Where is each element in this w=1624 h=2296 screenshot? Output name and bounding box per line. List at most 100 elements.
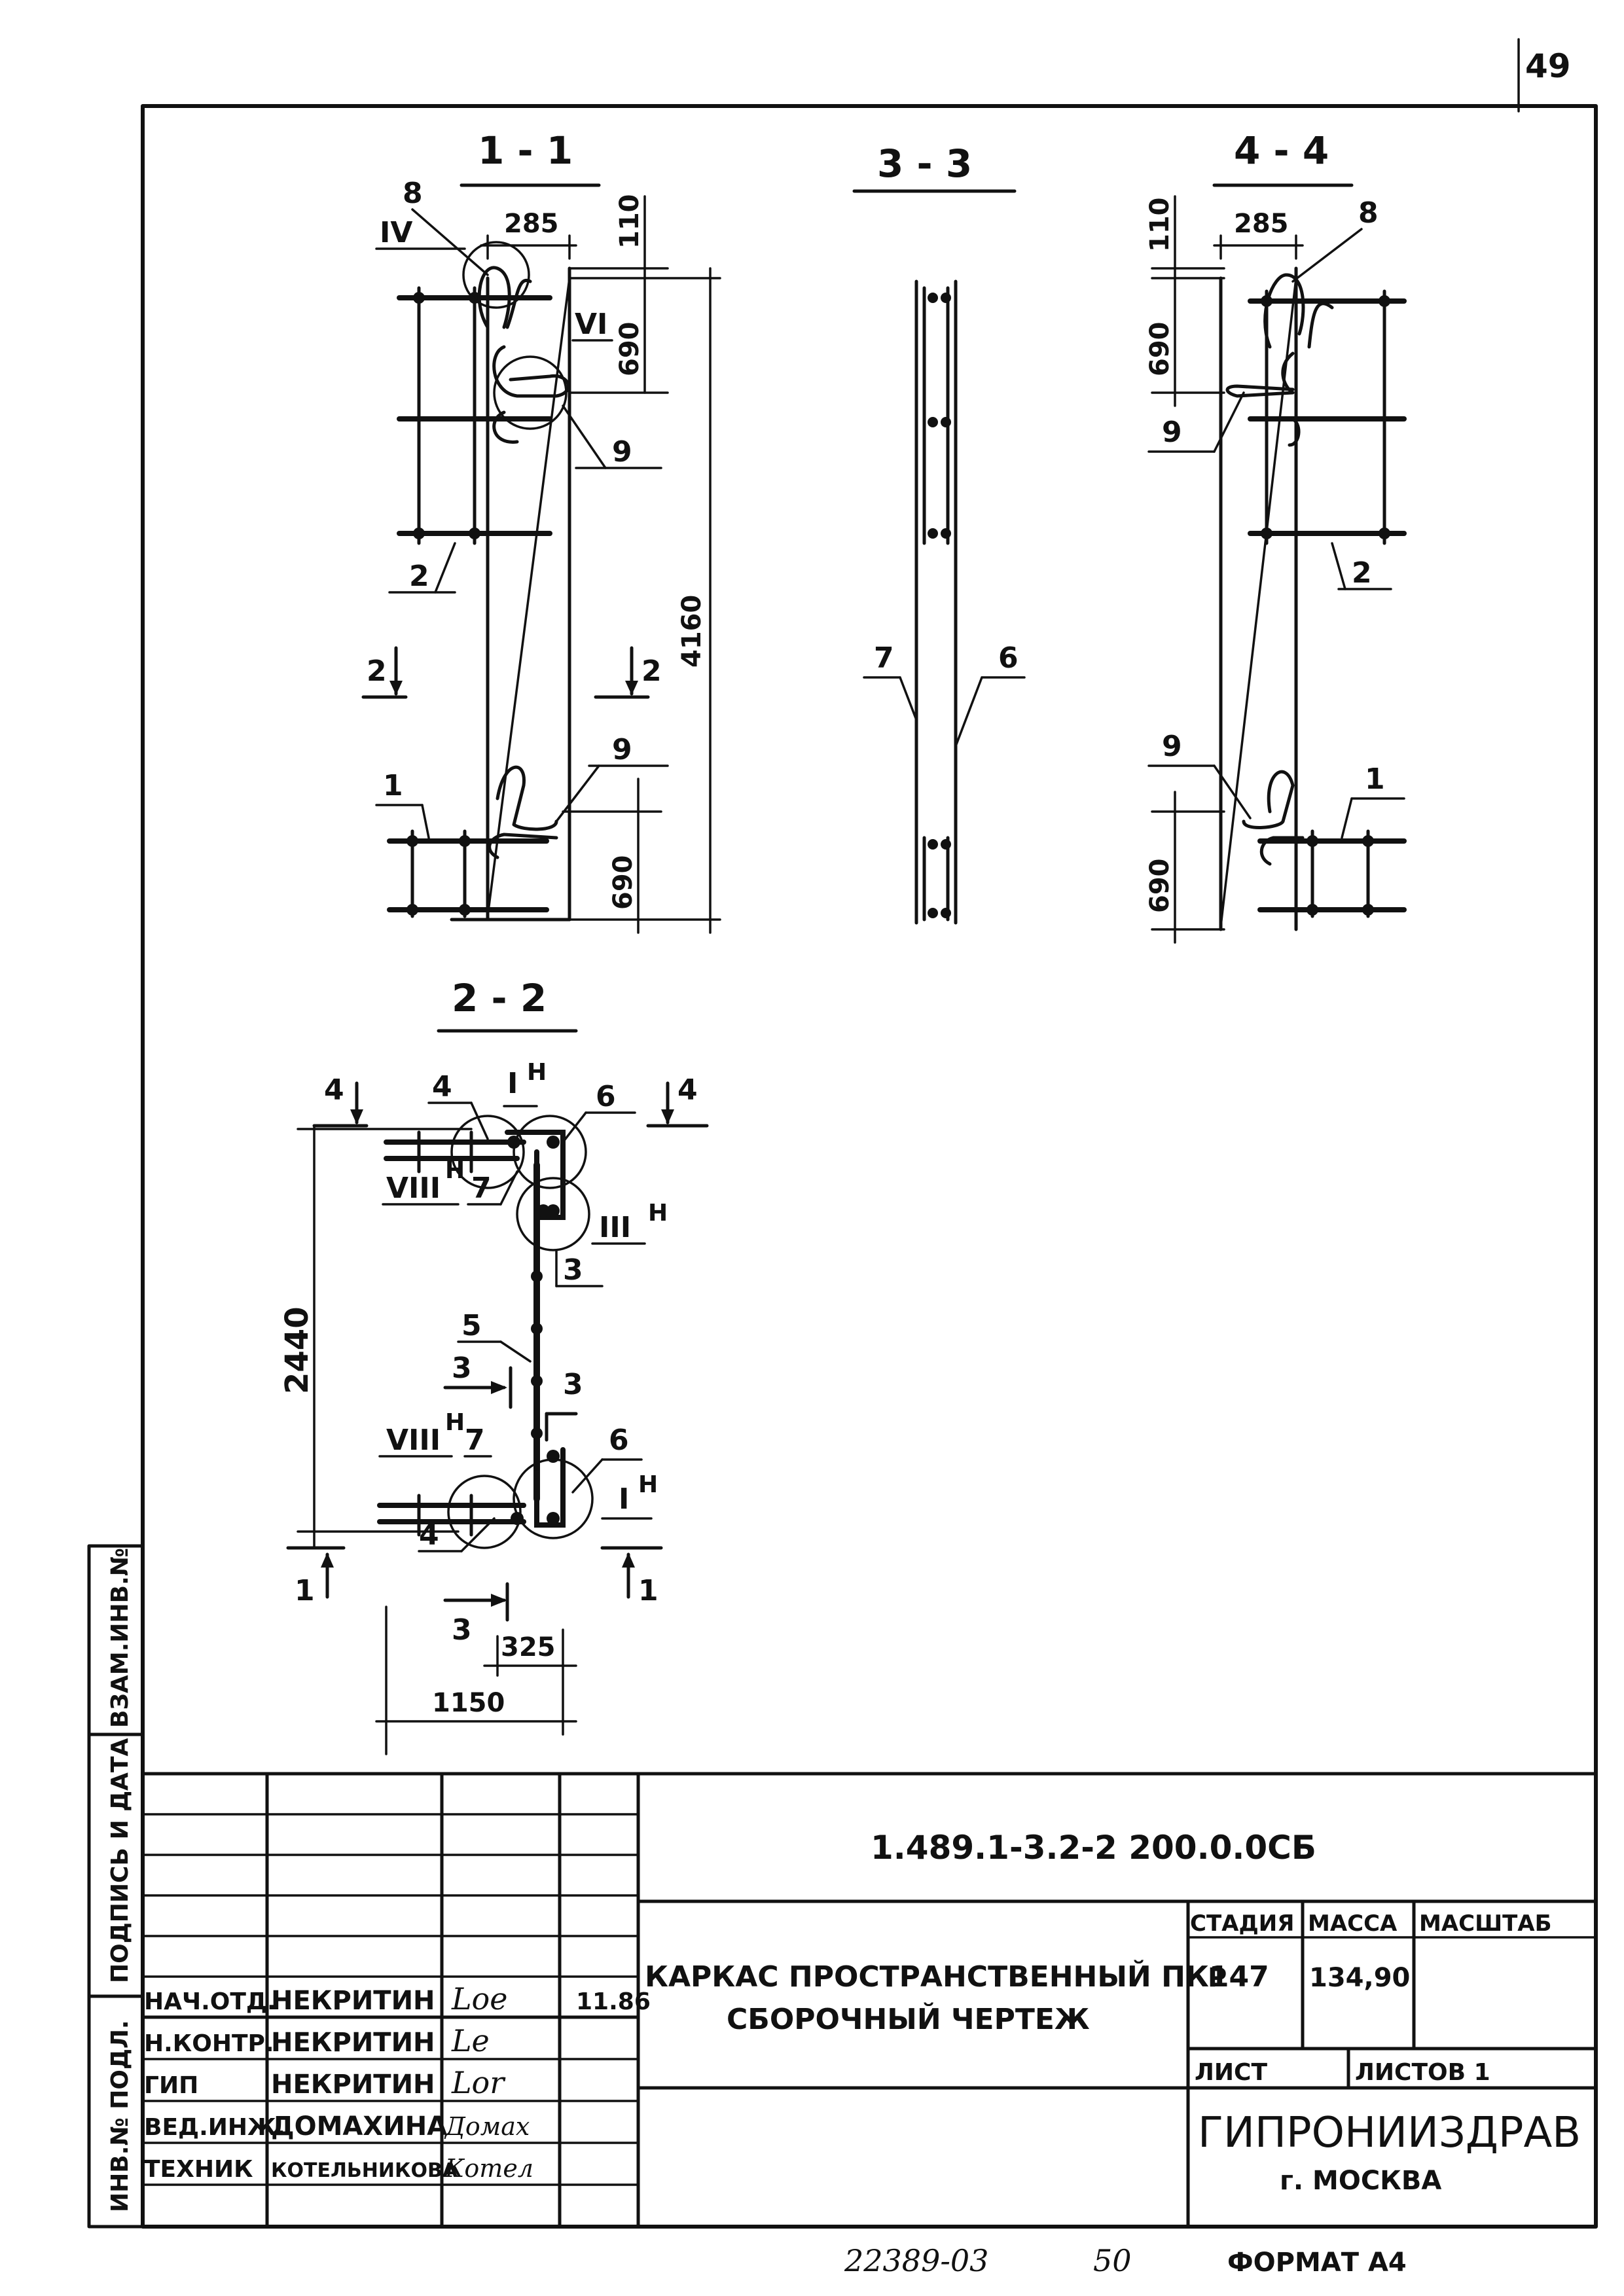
pos-6-label: 6 xyxy=(998,641,1019,675)
sheets-label: ЛИСТОВ 1 xyxy=(1355,2059,1490,2086)
pos-3-label: 3 xyxy=(563,1253,583,1287)
pos-9-bottom-label: 9 xyxy=(612,733,632,766)
drawing-frame xyxy=(141,104,1598,2229)
dim-690-top: 690 xyxy=(615,322,645,377)
role-row-5: ТЕХНИК КОТЕЛЬНИКОВА Котел xyxy=(144,2154,533,2183)
cut-2-left: 2 xyxy=(367,655,387,688)
sup-H-3: Н xyxy=(648,1200,668,1227)
dim-690-bottom: 690 xyxy=(608,855,638,910)
role-name: КОТЕЛЬНИКОВА xyxy=(271,2159,458,2182)
section-2-2-title: 2 - 2 xyxy=(452,976,547,1020)
pos-9-right-top-label: 9 xyxy=(1162,416,1182,449)
role-label: Н.КОНТР. xyxy=(144,2030,274,2057)
section-3-3: 3 - 3 7 6 xyxy=(852,141,1026,925)
node-VI-label: VI xyxy=(575,308,607,341)
role-label: НАЧ.ОТД. xyxy=(144,1988,276,2015)
header-scale: МАСШТАБ xyxy=(1419,1910,1552,1937)
organization-name: ГИПРОНИИЗДРАВ xyxy=(1198,2109,1581,2157)
stamp-inv-orig: ИНВ.№ ПОДЛ. xyxy=(107,2020,134,2212)
title-block: НАЧ.ОТД. НЕКРИТИН Loe 11.86 Н.КОНТР. НЕК… xyxy=(141,1772,1598,2229)
role-row-3: ГИП НЕКРИТИН Lor xyxy=(144,2065,506,2100)
node-VIII-bottom-label: VIII xyxy=(386,1424,441,1457)
pos-4-bottom-label: 4 xyxy=(419,1518,439,1552)
node-VIII-top-label: VIII xyxy=(386,1172,441,1205)
dim-1150: 1150 xyxy=(432,1688,505,1718)
pos-8-label: 8 xyxy=(403,177,423,210)
header-mass: МАССА xyxy=(1308,1910,1398,1937)
node-III-label: III xyxy=(599,1211,631,1244)
signature: Le xyxy=(451,2023,490,2058)
role-name: НЕКРИТИН xyxy=(271,2028,435,2058)
dim-285-right: 285 xyxy=(1234,209,1289,239)
cut-1-left: 1 xyxy=(295,1574,315,1607)
signature: Котел xyxy=(444,2154,533,2183)
role-row-1: НАЧ.ОТД. НЕКРИТИН Loe 11.86 xyxy=(144,1981,651,2017)
pos-1-label: 1 xyxy=(383,769,403,802)
role-label: ТЕХНИК xyxy=(144,2156,253,2183)
header-stage: СТАДИЯ xyxy=(1190,1910,1294,1937)
stamp-signature-date: ПОДПИСЬ И ДАТА xyxy=(107,1738,134,1983)
node-I-bottom-label: I xyxy=(619,1482,629,1516)
signature: Loe xyxy=(451,1981,507,2017)
archive-page: 50 xyxy=(1093,2243,1132,2278)
pos-9-right-bottom-label: 9 xyxy=(1162,730,1182,763)
dim-4160: 4160 xyxy=(677,595,707,668)
dim-285: 285 xyxy=(504,209,559,239)
archive-number: 22389-03 xyxy=(844,2243,988,2278)
sheet-label: ЛИСТ xyxy=(1195,2059,1267,2086)
page-number: 49 xyxy=(1525,47,1571,85)
sup-H-2: Н xyxy=(445,1157,465,1184)
section-1-1: 1 - 1 xyxy=(361,128,721,934)
node-I-top-label: I xyxy=(507,1067,518,1100)
pos-5-label: 5 xyxy=(461,1309,482,1342)
cut-4-left: 4 xyxy=(324,1073,344,1107)
pos-6-bottom-label: 6 xyxy=(609,1424,629,1457)
node-IV-label: IV xyxy=(380,216,412,249)
role-label: ВЕД.ИНЖ. xyxy=(144,2114,285,2141)
cut-3-mid-label: 3 xyxy=(563,1368,583,1401)
dim-2440: 2440 xyxy=(279,1306,316,1394)
dim-325: 325 xyxy=(501,1632,556,1662)
role-name: НЕКРИТИН xyxy=(271,1986,435,2016)
section-3-3-title: 3 - 3 xyxy=(877,141,972,186)
dim-690-right-bottom: 690 xyxy=(1145,859,1175,914)
pos-7-top-label: 7 xyxy=(471,1172,492,1205)
pos-4-top-label: 4 xyxy=(432,1070,452,1103)
signature: Домах xyxy=(444,2112,530,2141)
cut-3-top-label: 3 xyxy=(452,1352,472,1385)
drawing-title-line1: КАРКАС ПРОСТРАНСТВЕННЫЙ ПК147 xyxy=(645,1959,1269,1994)
role-row-4: ВЕД.ИНЖ. ДОМАХИНА Домах xyxy=(144,2111,530,2142)
pos-2-label: 2 xyxy=(409,560,429,593)
stage-value: Р xyxy=(1208,1963,1227,1993)
cut-1-right: 1 xyxy=(638,1574,659,1607)
sup-H-5: Н xyxy=(638,1471,658,1498)
sign-date: 11.86 xyxy=(576,1988,651,2015)
sheet-format: ФОРМАТ А4 xyxy=(1227,2248,1407,2278)
sup-H-1: Н xyxy=(527,1059,547,1086)
designation: 1.489.1-3.2-2 200.0.0СБ xyxy=(871,1829,1316,1867)
signature: Lor xyxy=(451,2065,506,2100)
section-2-2: 2 - 2 4 4 1 1 2440 xyxy=(279,976,709,1755)
pos-1-right-label: 1 xyxy=(1365,762,1385,796)
stamp-vzam-inv: ВЗАМ.ИНВ.№ xyxy=(107,1548,134,1728)
dim-110: 110 xyxy=(615,194,645,249)
pos-7-bottom-label: 7 xyxy=(465,1424,485,1457)
cut-4-right: 4 xyxy=(677,1073,698,1107)
pos-6-top-label: 6 xyxy=(596,1080,616,1113)
section-4-4: 4 - 4 285 8 xyxy=(1145,128,1407,944)
side-stamp: ВЗАМ.ИНВ.№ ПОДПИСЬ И ДАТА ИНВ.№ ПОДЛ. xyxy=(87,1544,145,2229)
role-label: ГИП xyxy=(144,2072,198,2099)
pos-7-label: 7 xyxy=(874,641,894,675)
organization-city: г. МОСКВА xyxy=(1280,2166,1441,2196)
pos-8-right-label: 8 xyxy=(1358,196,1379,230)
cut-2-right: 2 xyxy=(641,655,662,688)
drawing-title-line2: СБОРОЧНЫЙ ЧЕРТЕЖ xyxy=(727,2001,1090,2036)
pos-9-top-label: 9 xyxy=(612,435,632,469)
dim-110-right: 110 xyxy=(1145,198,1175,253)
dim-690-right-top: 690 xyxy=(1145,322,1175,377)
role-name: НЕКРИТИН xyxy=(271,2070,435,2100)
sup-H-4: Н xyxy=(445,1409,465,1436)
pos-2-right-label: 2 xyxy=(1352,556,1372,590)
section-1-1-title: 1 - 1 xyxy=(478,128,573,173)
